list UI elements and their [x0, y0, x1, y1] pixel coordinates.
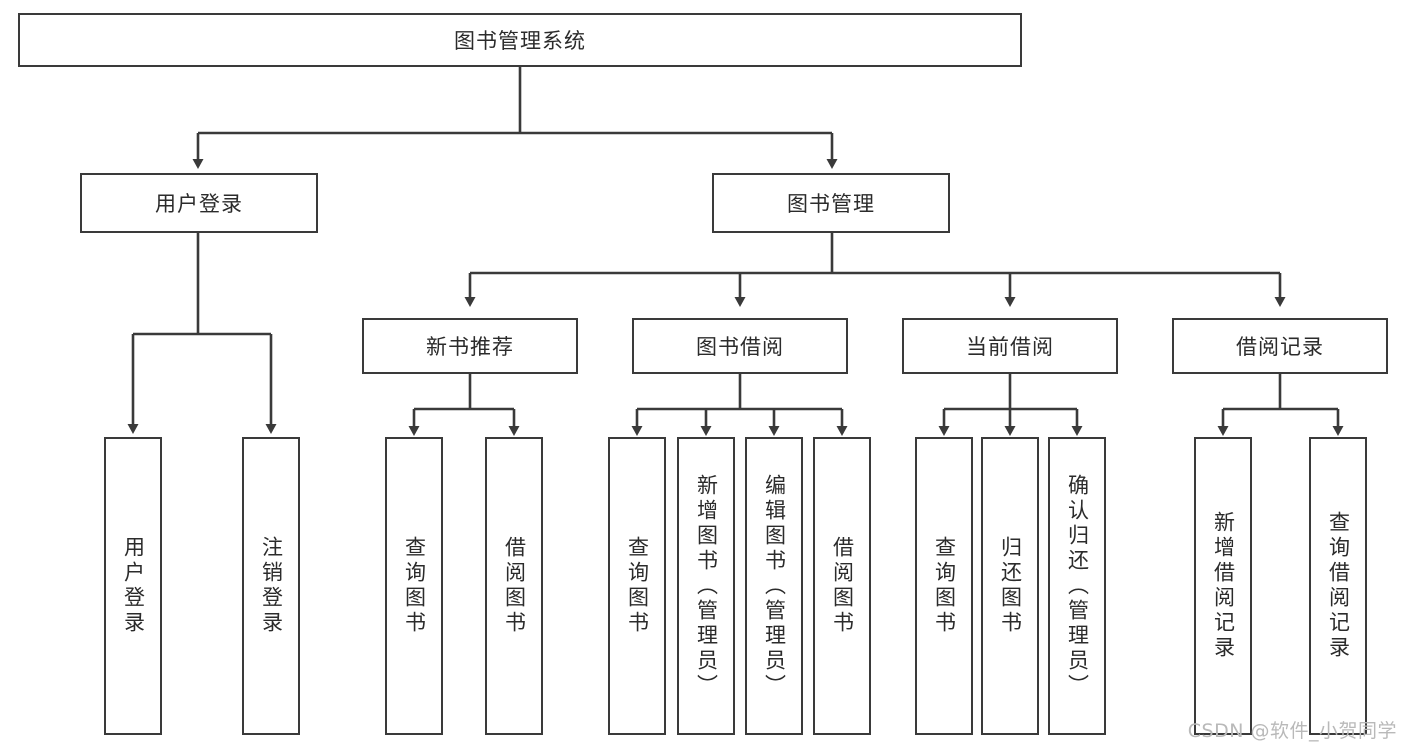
node-label: 归还图书	[998, 536, 1023, 636]
leaf-current-borrow-return-book[interactable]: 归还图书	[981, 437, 1039, 735]
node-label: 借阅记录	[1236, 335, 1324, 359]
node-user-login[interactable]: 用户登录	[80, 173, 318, 233]
node-label: 新增图书（管理员）	[694, 473, 719, 699]
node-label: 用户登录	[121, 536, 146, 636]
leaf-current-borrow-confirm-return-admin[interactable]: 确认归还（管理员）	[1048, 437, 1106, 735]
leaf-user-login-logout[interactable]: 注销登录	[242, 437, 300, 735]
watermark-text: CSDN @软件_小贺同学	[1187, 720, 1397, 742]
node-label: 新书推荐	[426, 335, 514, 359]
leaf-book-borrow-query-book[interactable]: 查询图书	[608, 437, 666, 735]
node-label: 注销登录	[259, 536, 284, 636]
node-label: 新增借阅记录	[1211, 511, 1236, 661]
node-label: 查询图书	[625, 536, 650, 636]
leaf-book-borrow-edit-book-admin[interactable]: 编辑图书（管理员）	[745, 437, 803, 735]
node-new-book-recommend[interactable]: 新书推荐	[362, 318, 578, 374]
leaf-new-book-query-book[interactable]: 查询图书	[385, 437, 443, 735]
node-book-management[interactable]: 图书管理	[712, 173, 950, 233]
node-label: 用户登录	[155, 192, 243, 216]
node-label: 编辑图书（管理员）	[762, 473, 787, 699]
node-label: 图书管理系统	[454, 29, 586, 53]
node-current-borrow[interactable]: 当前借阅	[902, 318, 1118, 374]
node-root-book-management-system[interactable]: 图书管理系统	[18, 13, 1022, 67]
leaf-book-borrow-borrow-book[interactable]: 借阅图书	[813, 437, 871, 735]
node-book-borrow[interactable]: 图书借阅	[632, 318, 848, 374]
node-label: 图书管理	[787, 192, 875, 216]
node-borrow-record[interactable]: 借阅记录	[1172, 318, 1388, 374]
leaf-borrow-record-query-record[interactable]: 查询借阅记录	[1309, 437, 1367, 735]
node-label: 当前借阅	[966, 335, 1054, 359]
node-label: 借阅图书	[502, 536, 527, 636]
leaf-user-login-login[interactable]: 用户登录	[104, 437, 162, 735]
node-label: 查询借阅记录	[1326, 511, 1351, 661]
leaf-borrow-record-add-record[interactable]: 新增借阅记录	[1194, 437, 1252, 735]
leaf-book-borrow-add-book-admin[interactable]: 新增图书（管理员）	[677, 437, 735, 735]
leaf-current-borrow-query-book[interactable]: 查询图书	[915, 437, 973, 735]
leaf-new-book-borrow-book[interactable]: 借阅图书	[485, 437, 543, 735]
node-label: 确认归还（管理员）	[1065, 473, 1090, 699]
node-label: 查询图书	[402, 536, 427, 636]
node-label: 借阅图书	[830, 536, 855, 636]
node-label: 查询图书	[932, 536, 957, 636]
node-label: 图书借阅	[696, 335, 784, 359]
